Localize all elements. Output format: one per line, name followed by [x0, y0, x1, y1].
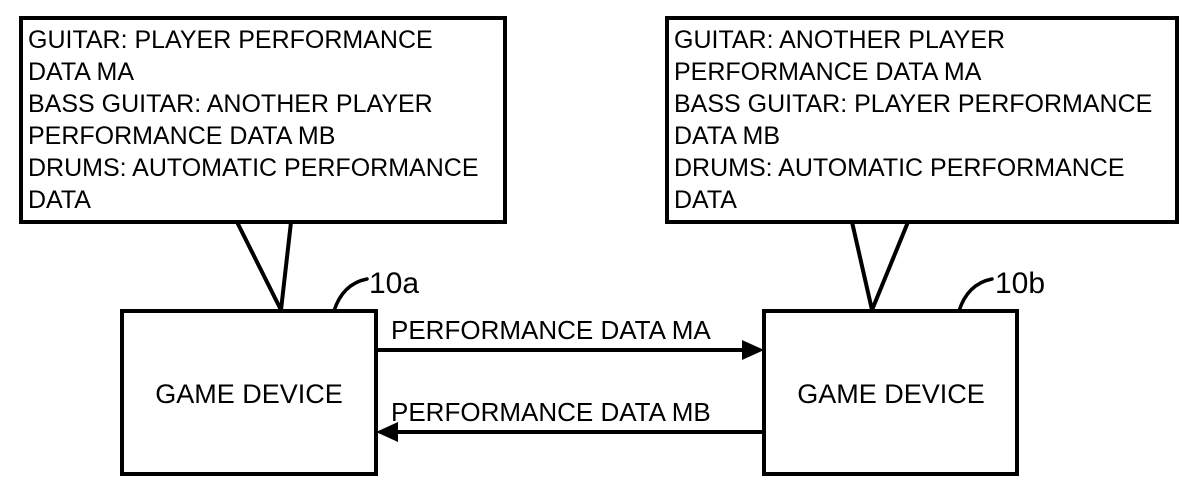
callout-right-box — [665, 16, 1179, 224]
callout-right-tail — [849, 220, 911, 317]
device-right-label: GAME DEVICE — [797, 379, 985, 409]
reference-leader-10b — [957, 277, 994, 313]
flow-arrow-ma-head — [742, 340, 764, 360]
device-left-box — [120, 309, 378, 476]
callout-right-text: GUITAR: ANOTHER PLAYER PERFORMANCE DATA … — [674, 26, 1153, 214]
flow-label-performance-data-ma: PERFORMANCE DATA MA — [391, 315, 711, 345]
flow-label-performance-data-mb: PERFORMANCE DATA MB — [391, 397, 711, 427]
device-right-box — [762, 309, 1019, 476]
callout-left-tail — [233, 220, 294, 317]
reference-label-10a: 10a — [369, 267, 420, 300]
reference-label-10b: 10b — [995, 267, 1046, 300]
reference-leader-10a — [332, 277, 369, 313]
callout-left-box — [19, 16, 507, 224]
flow-arrow-mb-head — [376, 422, 398, 442]
callout-left-text: GUITAR: PLAYER PERFORMANCE DATA MA BASS … — [28, 26, 479, 214]
device-left-label: GAME DEVICE — [155, 379, 343, 409]
